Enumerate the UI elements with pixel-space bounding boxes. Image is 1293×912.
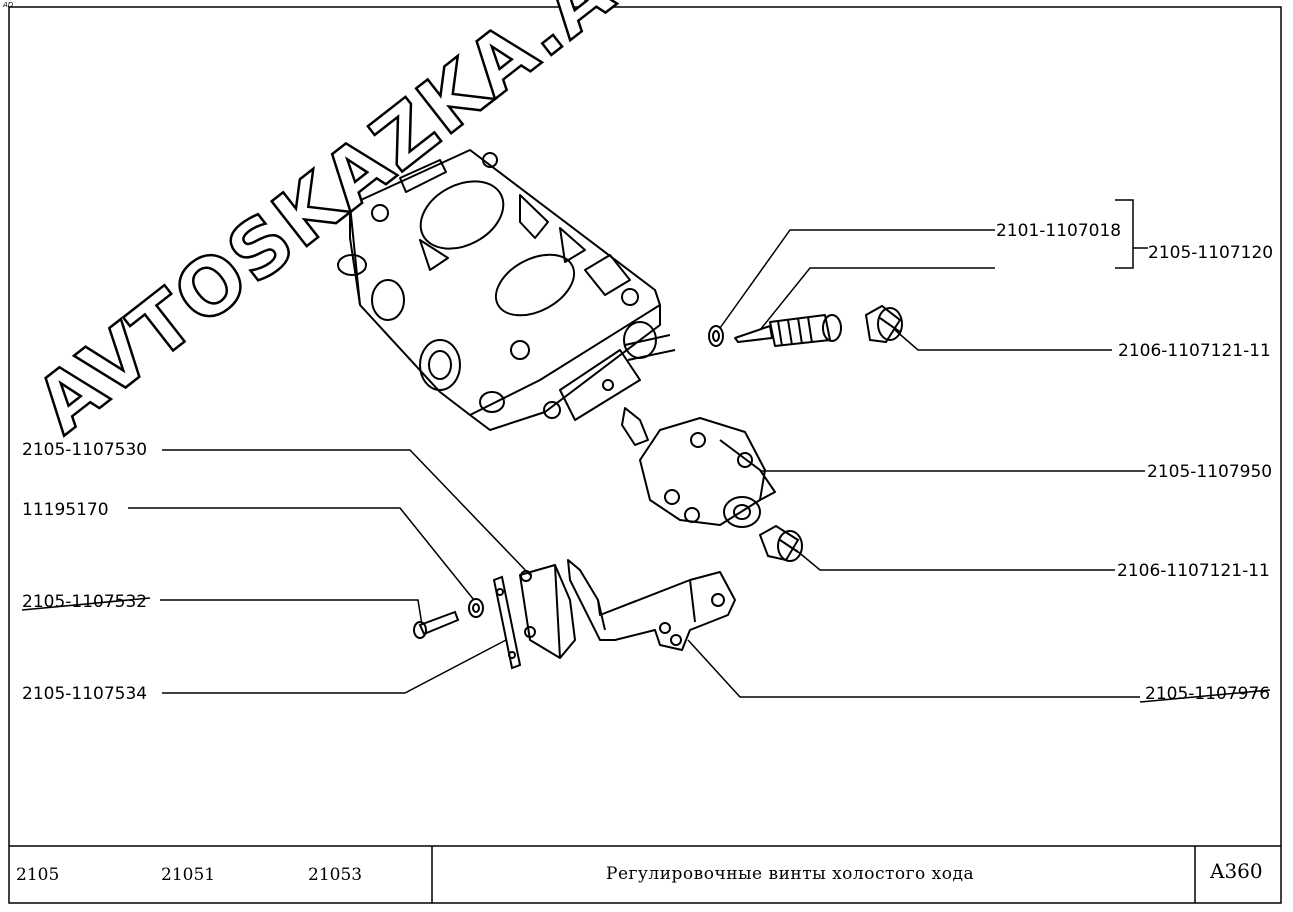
callout-11195170: 11195170 (22, 500, 109, 520)
sheet-id: A360 (1210, 859, 1263, 883)
callout-2105-1107120: 2105-1107120 (1148, 243, 1274, 263)
model-2105: 2105 (16, 865, 60, 885)
leader-lines (21, 199, 1271, 703)
bracket-part (567, 559, 736, 651)
callout-2101-1107018: 2101-1107018 (996, 221, 1122, 241)
idle-screw-part (734, 314, 842, 347)
callout-2105-1107534: 2105-1107534 (22, 684, 148, 704)
callout-2106-1107121-11-lower: 2106-1107121-11 (1117, 561, 1270, 581)
idle-valve-body-part (621, 407, 776, 528)
carburetor-body-part (337, 149, 676, 431)
corner-mark: AD (3, 1, 14, 9)
callout-2105-1107950: 2105-1107950 (1147, 462, 1273, 482)
callout-2105-1107976: 2105-1107976 (1145, 684, 1271, 704)
spring-washer-part (468, 598, 484, 618)
model-21053: 21053 (308, 865, 363, 885)
drawing-frame (8, 6, 1282, 904)
gasket-plate-part (492, 575, 522, 670)
callout-2105-1107532: 2105-1107532 (22, 592, 148, 612)
sheet-title: Регулировочные винты холостого хода (606, 864, 975, 884)
callout-2105-1107530: 2105-1107530 (22, 440, 148, 460)
model-21051: 21051 (161, 865, 216, 885)
plastic-cap-lower-part (758, 524, 803, 562)
mounting-screw-part (413, 610, 460, 639)
washer-part (708, 325, 724, 347)
callout-2106-1107121-11-upper: 2106-1107121-11 (1118, 341, 1271, 361)
plastic-cap-upper-part (864, 304, 903, 344)
microswitch-part (519, 564, 576, 659)
